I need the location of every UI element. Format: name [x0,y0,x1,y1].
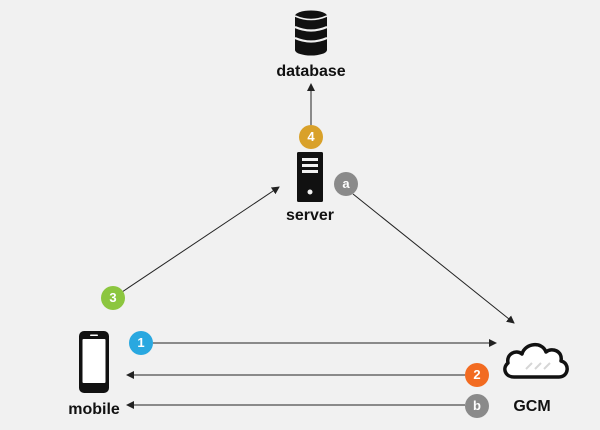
server-label: server [285,207,335,224]
step-badge-a: a [334,172,358,196]
step-badge-b: b [465,394,489,418]
cloud-icon [500,337,572,383]
mobile-label: mobile [68,401,120,418]
database-icon [294,10,328,56]
step-badge-4: 4 [299,125,323,149]
step-badge-3: 3 [101,286,125,310]
mobile-phone-icon [79,331,109,393]
server-icon [297,152,323,202]
database-label: database [276,63,346,80]
gcm-label: GCM [513,398,551,415]
arrow-mobile-to-server [121,186,280,293]
step-badge-2: 2 [465,363,489,387]
arrow-server-to-gcm [352,193,515,324]
step-badge-1: 1 [129,331,153,355]
